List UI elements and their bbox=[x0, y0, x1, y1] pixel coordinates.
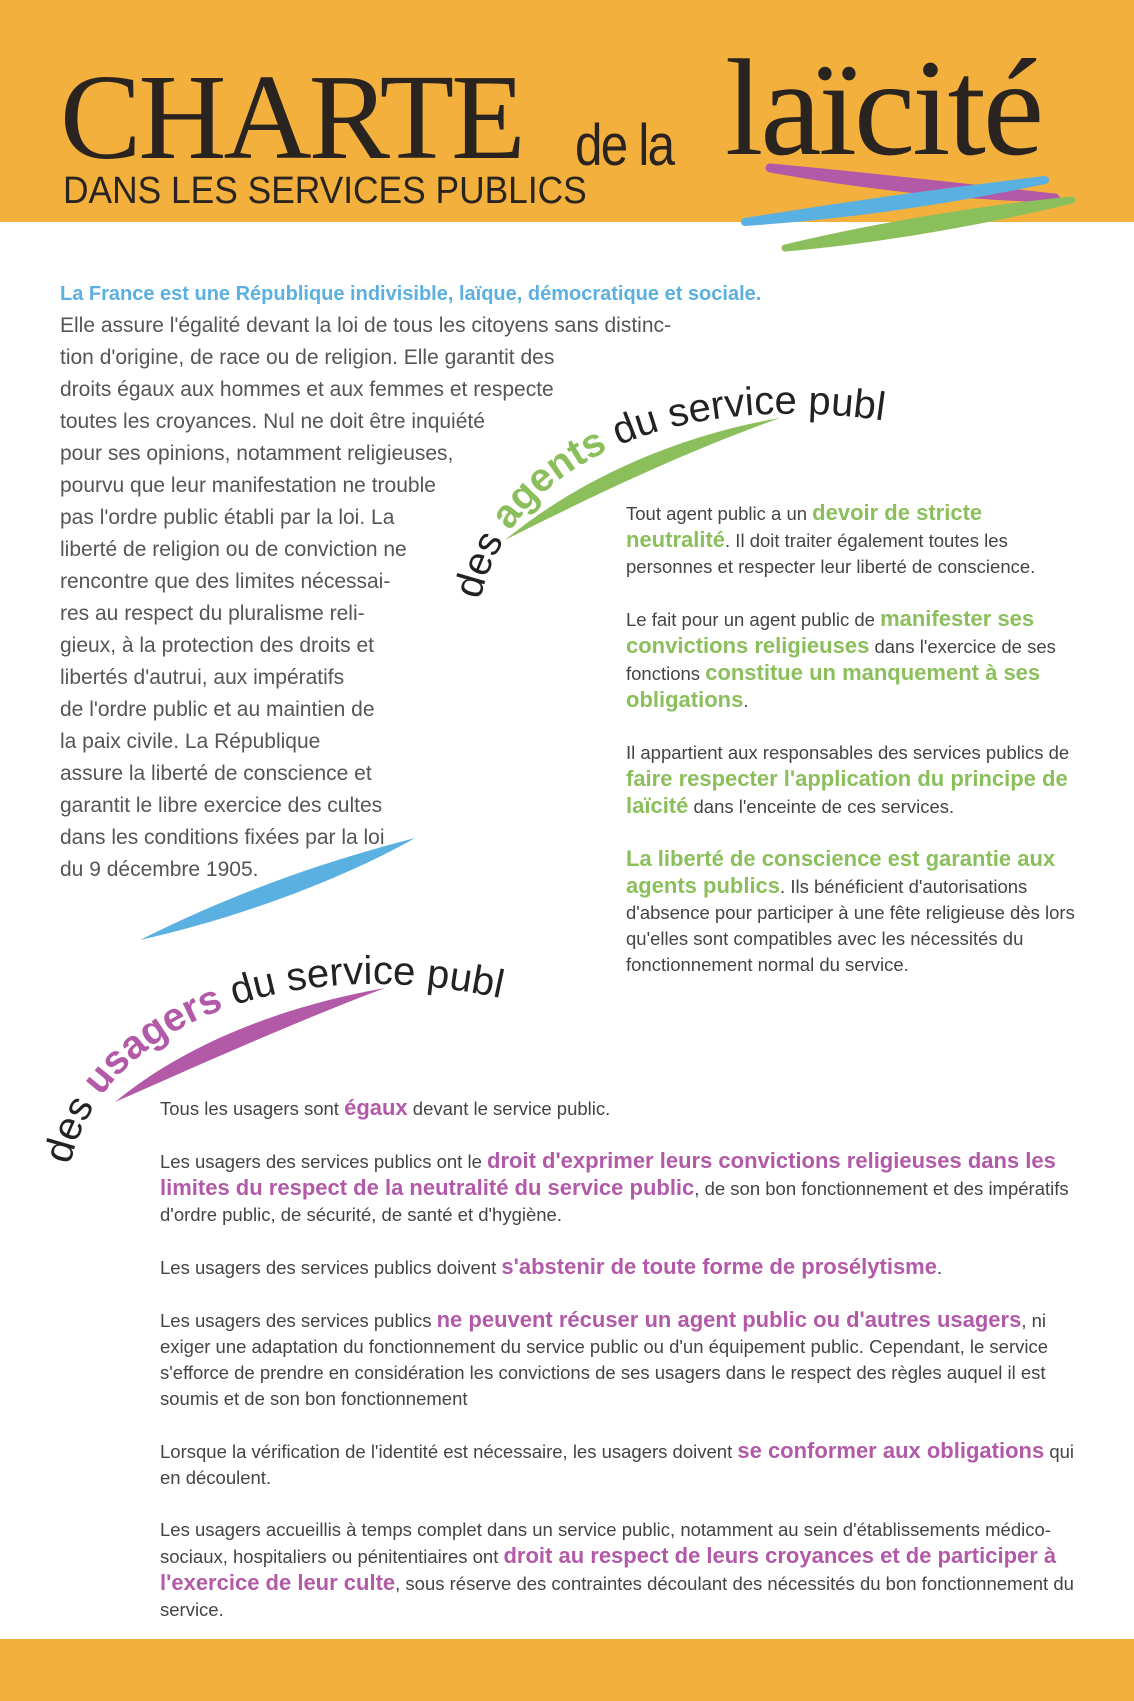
text: Il appartient aux responsables des servi… bbox=[626, 742, 1070, 763]
highlight: ne peuvent récuser un agent public ou d'… bbox=[436, 1307, 1022, 1332]
usagers-paragraph-6: Les usagers accueillis à temps complet d… bbox=[160, 1517, 1090, 1623]
intro-line: gieux, à la protection des droits et bbox=[60, 634, 375, 657]
intro-line: tion d'origine, de race ou de religion. … bbox=[60, 346, 555, 369]
usagers-heading-keyword: usagers bbox=[74, 972, 238, 1102]
intro-lead: La France est une République indivisible… bbox=[60, 283, 762, 305]
highlight: droit d'exprimer leurs convictions relig… bbox=[160, 1148, 1056, 1200]
usagers-paragraph-3: Les usagers des services publics doivent… bbox=[160, 1254, 1090, 1281]
footer-band bbox=[0, 1639, 1134, 1701]
agents-paragraph-2: Le fait pour un agent public de manifest… bbox=[626, 606, 1086, 714]
highlight: se conformer aux obligations bbox=[737, 1438, 1045, 1463]
intro-line: res au respect du pluralisme reli- bbox=[60, 602, 365, 625]
text: , sous réserve des contraintes découlant… bbox=[160, 1573, 1074, 1620]
usagers-paragraph-4: Les usagers des services publics ne peuv… bbox=[160, 1307, 1090, 1412]
title-charte: CHARTE bbox=[60, 50, 526, 185]
highlight: La liberté de conscience est garantie au… bbox=[626, 846, 1056, 898]
highlight: s'abstenir de toute forme de prosélytism… bbox=[501, 1254, 937, 1279]
agents-paragraph-4: La liberté de conscience est garantie au… bbox=[626, 846, 1086, 978]
intro-line: rencontre que des limites nécessai- bbox=[60, 570, 391, 593]
usagers-paragraph-5: Lorsque la vérification de l'identité es… bbox=[160, 1438, 1090, 1491]
intro-line: toutes les croyances. Nul ne doit être i… bbox=[60, 410, 485, 433]
page-subtitle: DANS LES SERVICES PUBLICS bbox=[63, 170, 587, 212]
header-swoosh-green bbox=[781, 196, 1076, 252]
text: , ni exiger une adaptation du fonctionne… bbox=[160, 1310, 1049, 1409]
text: Tout agent public a un bbox=[626, 503, 813, 524]
text: . bbox=[743, 690, 749, 711]
intro-line: de l'ordre public et au maintien de bbox=[60, 698, 375, 721]
usagers-paragraph-2: Les usagers des services publics ont le … bbox=[160, 1148, 1090, 1228]
title-dela: de la bbox=[575, 113, 675, 178]
agents-paragraph-1: Tout agent public a un devoir de stricte… bbox=[626, 500, 1086, 580]
text: Tous les usagers sont bbox=[160, 1098, 345, 1119]
intro-line: du 9 décembre 1905. bbox=[60, 858, 259, 881]
text: Le fait pour un agent public de bbox=[626, 609, 881, 630]
intro-line: Elle assure l'égalité devant la loi de t… bbox=[60, 314, 671, 337]
intro-line: pas l'ordre public établi par la loi. La bbox=[60, 506, 395, 529]
intro-line: liberté de religion ou de conviction ne bbox=[60, 538, 407, 561]
intro-line: pourvu que leur manifestation ne trouble bbox=[60, 474, 436, 497]
text: . bbox=[936, 1257, 943, 1278]
highlight: égaux bbox=[344, 1095, 408, 1120]
intro-line: dans les conditions fixées par la loi bbox=[60, 826, 385, 849]
intro-line: garantit le libre exercice des cultes bbox=[60, 794, 383, 817]
usagers-paragraph-1: Tous les usagers sont égaux devant le se… bbox=[160, 1095, 1090, 1122]
text: . Il doit traiter également toutes les p… bbox=[626, 530, 1036, 577]
text: devant le service public. bbox=[407, 1098, 611, 1119]
text: , de son bon fonctionnement et des impér… bbox=[160, 1178, 1069, 1225]
intro-text: La France est une République indivisible… bbox=[60, 278, 762, 886]
text: dans l'exercice de ses fonctions bbox=[626, 636, 1056, 684]
agents-paragraph-3: Il appartient aux responsables des servi… bbox=[626, 740, 1086, 820]
text: dans l'enceinte de ces services. bbox=[688, 796, 955, 817]
usagers-section: Tous les usagers sont égaux devant le se… bbox=[160, 1095, 1090, 1649]
text: Les usagers accueillis à temps complet d… bbox=[160, 1519, 1051, 1567]
highlight: devoir de stricte neutralité bbox=[626, 500, 983, 552]
highlight: constitue un manquement à ses obligation… bbox=[626, 660, 1041, 712]
intro-line: droits égaux aux hommes et aux femmes et… bbox=[60, 378, 554, 401]
title-laicite: laïcité bbox=[725, 31, 1044, 184]
intro-line: assure la liberté de conscience et bbox=[60, 762, 372, 785]
highlight: droit au respect de leurs croyances et d… bbox=[160, 1543, 1057, 1595]
intro-line: libertés d'autrui, aux impératifs bbox=[60, 666, 345, 689]
intro-swoosh-blue bbox=[140, 838, 415, 940]
text: . Ils bénéficient d'autorisations d'abse… bbox=[626, 876, 1075, 975]
text: Les usagers des services publics doivent bbox=[160, 1257, 502, 1278]
text: Les usagers des services publics ont le bbox=[160, 1151, 488, 1172]
highlight: manifester ses convictions religieuses bbox=[626, 606, 1035, 658]
text: Les usagers des services publics bbox=[160, 1310, 437, 1331]
intro-line: la paix civile. La République bbox=[60, 730, 321, 753]
highlight: faire respecter l'application du princip… bbox=[626, 766, 1068, 818]
text: qui en découlent. bbox=[160, 1441, 1075, 1488]
text: Lorsque la vérification de l'identité es… bbox=[160, 1441, 738, 1462]
intro-line: pour ses opinions, notamment religieuses… bbox=[60, 442, 454, 465]
header-swoosh-blue bbox=[741, 176, 1049, 226]
agents-section: Tout agent public a un devoir de stricte… bbox=[626, 500, 1086, 1004]
